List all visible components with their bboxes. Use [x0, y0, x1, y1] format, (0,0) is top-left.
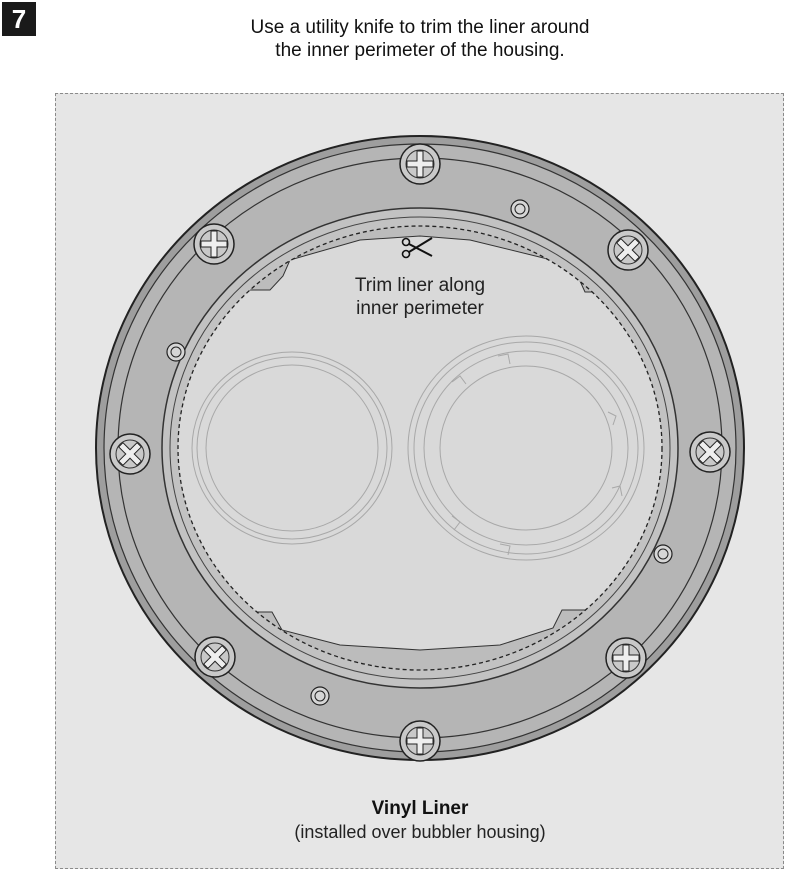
instruction-line-2: the inner perimeter of the housing.: [275, 40, 565, 61]
scissors-icon: [401, 237, 433, 259]
pilot-hole: [310, 686, 330, 706]
screw-bottom-left: [194, 636, 236, 678]
liner-opening: [177, 225, 663, 671]
left-port: [191, 351, 393, 545]
pilot-hole: [166, 342, 186, 362]
screw-top-right: [607, 229, 649, 271]
instruction-text: Use a utility knife to trim the liner ar…: [120, 16, 720, 62]
pilot-hole: [510, 199, 530, 219]
right-port: [407, 335, 645, 561]
screw-bottom: [399, 720, 441, 762]
screw-top-left: [193, 223, 235, 265]
trim-label-line-1: Trim liner along: [355, 275, 485, 296]
screw-left: [109, 433, 151, 475]
screw-bottom-right: [605, 637, 647, 679]
liner-title: Vinyl Liner: [372, 798, 469, 819]
liner-subtitle: (installed over bubbler housing): [294, 822, 545, 842]
screw-right: [689, 431, 731, 473]
screw-top: [399, 143, 441, 185]
pilot-hole: [653, 544, 673, 564]
instruction-line-1: Use a utility knife to trim the liner ar…: [250, 17, 590, 38]
trim-label-line-2: inner perimeter: [356, 298, 484, 319]
step-number-badge: 7: [2, 2, 36, 36]
